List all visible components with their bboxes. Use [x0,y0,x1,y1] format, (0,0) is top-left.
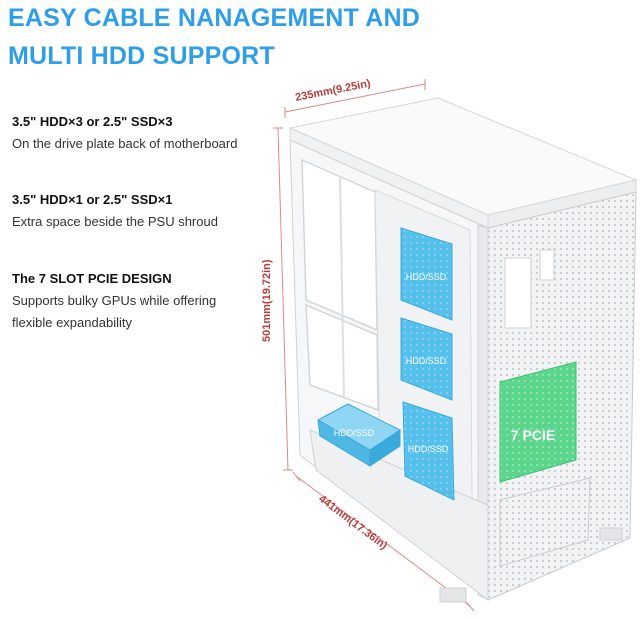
headline-line-2: MULTI HDD SUPPORT [8,42,275,70]
hdd-bay-middle: HDD/SSD [400,317,453,401]
feature-pcie-title: The 7 SLOT PCIE DESIGN [12,271,172,286]
hdd-bay-shroud: HDD/SSD [316,403,401,467]
pcie-slot-area: 7 PCIE [499,361,577,483]
depth-dimension-line [292,471,475,612]
feature-pcie-desc-1: Supports bulky GPUs while offering [12,293,217,308]
case-body [288,97,638,603]
hdd-bay-top: HDD/SSD [400,227,453,321]
height-dimension-label: 501mm(19.72in) [261,259,273,342]
headline-line-1: EASY CABLE NANAGEMENT AND [8,4,420,32]
width-dimension-label: 235mm(9.25in) [294,78,372,104]
hdd-bay-shroud-label: HDD/SSD [334,428,375,438]
height-dimension-line [273,127,293,471]
feature-hdd-shroud-desc: Extra space beside the PSU shroud [12,214,218,229]
hdd-bay-bottom: HDD/SSD [402,401,455,501]
pcie-label: 7 PCIE [511,427,555,443]
feature-hdd-back-desc: On the drive plate back of motherboard [12,136,238,151]
hdd-bay-middle-label: HDD/SSD [406,356,447,366]
feature-pcie-desc-2: flexible expandability [12,315,132,330]
feature-hdd-back-title: 3.5" HDD×3 or 2.5" SSD×3 [12,114,173,129]
hdd-bay-top-label: HDD/SSD [406,272,447,282]
feature-hdd-shroud-title: 3.5" HDD×1 or 2.5" SSD×1 [12,192,173,207]
hdd-bay-bottom-label: HDD/SSD [408,444,449,454]
width-dimension-line [284,79,426,118]
